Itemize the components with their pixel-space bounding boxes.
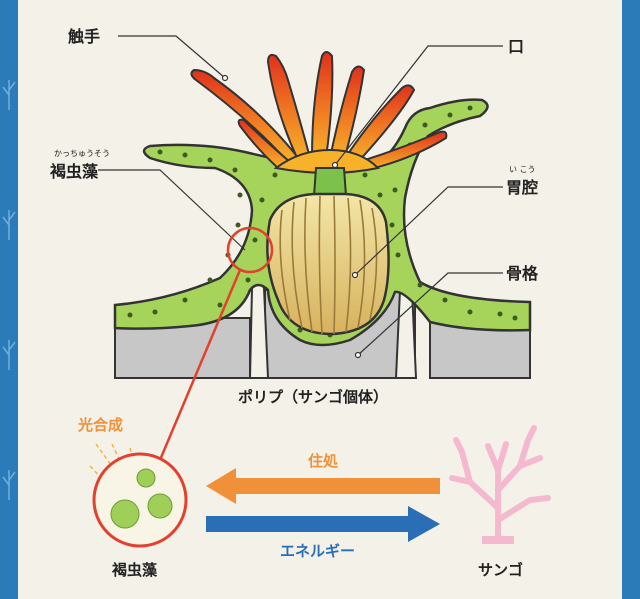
- label-zooxanthellae: 褐虫藻: [49, 162, 99, 181]
- ruby-zooxanthellae: かっちゅうそう: [54, 149, 110, 158]
- tentacles: [190, 51, 448, 172]
- coral-base: [482, 536, 514, 544]
- label-tentacle: 触手: [67, 27, 100, 46]
- label-coral: サンゴ: [478, 561, 523, 579]
- polyp-caption: ポリプ（サンゴ個体）: [238, 388, 388, 406]
- habitat-arrow: [206, 468, 440, 504]
- zooxanthellae-dots: [127, 105, 518, 338]
- label-mouth: 口: [508, 37, 524, 56]
- right-coral-border: [0, 0, 18, 599]
- label-photosynthesis: 光合成: [77, 416, 123, 434]
- zoom-highlight-circle: [226, 226, 274, 274]
- mesentery-folds: [279, 195, 378, 335]
- gastric-cavity: [266, 192, 390, 336]
- zoom-connector-line: [158, 269, 242, 461]
- pharynx: [312, 167, 348, 197]
- energy-arrow: [206, 506, 440, 542]
- label-zooxanthellae-bottom: 褐虫藻: [111, 561, 158, 579]
- ruby-gastric-cavity: い こう: [509, 165, 536, 174]
- zooxanthellae-cells: [110, 468, 173, 529]
- label-gastric-cavity: 胃腔: [506, 178, 538, 197]
- label-habitat: 住処: [308, 452, 339, 470]
- leader-lines: [98, 35, 503, 356]
- label-energy: エネルギー: [280, 542, 355, 560]
- label-skeleton: 骨格: [506, 264, 539, 283]
- coral-branch-icon: [449, 425, 551, 543]
- zoom-circle: [92, 452, 188, 548]
